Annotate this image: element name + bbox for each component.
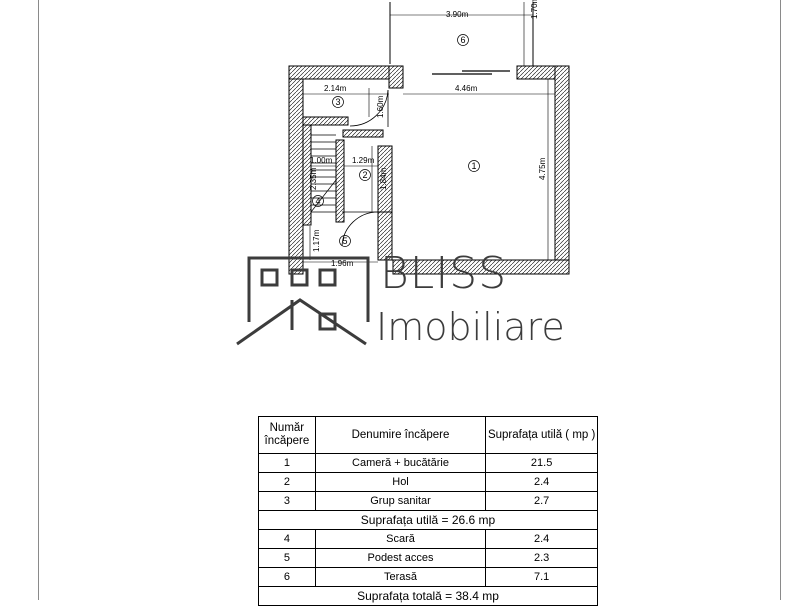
dim-bathroom-depth: 1.60m — [376, 95, 385, 118]
room-number-6: 6 — [460, 35, 465, 45]
cell-area: 2.4 — [485, 472, 598, 492]
stairs — [310, 134, 337, 213]
room-number-3: 3 — [335, 97, 340, 107]
cell-number: 4 — [258, 529, 316, 549]
dim-bathroom-width: 2.14m — [324, 84, 347, 93]
header-number: Număr încăpere — [258, 416, 316, 454]
table-header-row: Număr încăpere Denumire încăpere Suprafa… — [258, 416, 598, 454]
cell-name: Terasă — [314, 567, 487, 587]
walls — [288, 65, 570, 275]
table-row: 1 Cameră + bucătărie 21.5 — [258, 453, 598, 473]
dim-landing-depth: 1.17m — [312, 229, 321, 252]
dim-main-room-width: 4.46m — [455, 84, 478, 93]
house-logo-icon — [236, 256, 370, 346]
dim-main-room-depth: 4.75m — [538, 157, 547, 180]
frame-right-border — [780, 0, 781, 600]
cell-name: Podest acces — [314, 548, 487, 568]
brand-name: BLISS — [380, 248, 508, 299]
table-summary-row: Suprafața totală = 38.4 mp — [258, 586, 598, 606]
cell-name: Hol — [314, 472, 487, 492]
cell-area: 7.1 — [485, 567, 598, 587]
dim-hall-depth: 1.84m — [379, 167, 388, 190]
cell-number: 6 — [258, 567, 316, 587]
cell-area: 2.3 — [485, 548, 598, 568]
grand-area-total: Suprafața totală = 38.4 mp — [258, 586, 598, 606]
header-area: Suprafața utilă ( mp ) — [485, 416, 598, 454]
cell-name: Cameră + bucătărie — [314, 453, 487, 473]
table-row: 6 Terasă 7.1 — [258, 567, 598, 587]
header-name: Denumire încăpere — [314, 416, 487, 454]
cell-number: 3 — [258, 491, 316, 511]
dim-hall-width: 1.29m — [352, 156, 375, 165]
table-row: 5 Podest acces 2.3 — [258, 548, 598, 568]
dimension-lines — [303, 2, 555, 263]
room-number-5: 5 — [342, 236, 347, 246]
cell-name: Grup sanitar — [314, 491, 487, 511]
cell-number: 1 — [258, 453, 316, 473]
room-number-1: 1 — [471, 161, 476, 171]
cell-name: Scară — [314, 529, 487, 549]
table-row: 2 Hol 2.4 — [258, 472, 598, 492]
room-number-2: 2 — [362, 170, 367, 180]
table-row: 3 Grup sanitar 2.7 — [258, 491, 598, 511]
table-row: 4 Scară 2.4 — [258, 529, 598, 549]
dim-landing-width: 1.96m — [331, 259, 354, 268]
frame-left-border — [38, 0, 39, 600]
room-markers — [312, 34, 480, 247]
cell-area: 21.5 — [485, 453, 598, 473]
cell-area: 2.4 — [485, 529, 598, 549]
brand-subtitle: Imobiliare — [376, 305, 565, 349]
dim-stair-width: 1.00m — [310, 156, 333, 165]
dim-stair-length: 2.35m — [309, 167, 318, 190]
room-areas-table: Număr încăpere Denumire încăpere Suprafa… — [258, 416, 598, 606]
floor-plan: 3.90m 1.70m 2.14m 4.46m 1.60m 4.75m 1.00… — [236, 0, 570, 346]
dim-terrace-depth: 1.70m — [530, 0, 539, 19]
useful-area-total: Suprafața utilă = 26.6 mp — [258, 510, 598, 530]
table-summary-row: Suprafața utilă = 26.6 mp — [258, 510, 598, 530]
terrace-outline — [389, 2, 534, 66]
cell-area: 2.7 — [485, 491, 598, 511]
dim-terrace-width: 3.90m — [446, 10, 469, 19]
cell-number: 2 — [258, 472, 316, 492]
cell-number: 5 — [258, 548, 316, 568]
room-number-4: 4 — [315, 196, 320, 206]
